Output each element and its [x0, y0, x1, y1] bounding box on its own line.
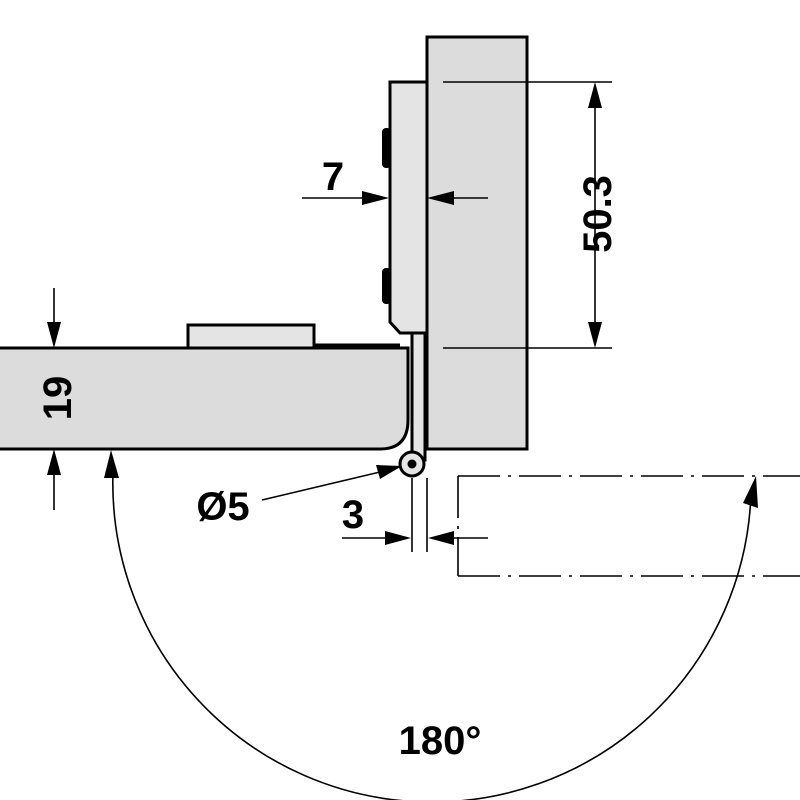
arrow-up-icon	[47, 449, 61, 475]
cabinet-side-panel	[425, 35, 529, 451]
dim-label-3: 3	[342, 493, 364, 537]
dim-label-50-3: 50.3	[576, 175, 620, 253]
dim-label-diameter: Ø5	[196, 485, 249, 529]
plate-screw-bottom	[382, 268, 391, 304]
door-panel	[0, 346, 410, 451]
arrow-up-icon	[743, 476, 758, 508]
arrow-right-icon	[385, 531, 411, 545]
plate-screw-top	[382, 128, 391, 168]
arrow-leader-icon	[376, 465, 402, 479]
pivot-pin	[407, 459, 417, 469]
arrow-right-icon	[362, 191, 389, 205]
arrow-down-icon	[47, 322, 61, 348]
arrow-up-icon	[104, 450, 119, 478]
arrow-up-icon	[588, 82, 602, 108]
dim-label-7: 7	[322, 155, 344, 199]
arrow-down-icon	[588, 322, 602, 348]
dim-leader-diameter	[261, 471, 381, 501]
hinge-cup	[186, 323, 316, 350]
dim-label-19: 19	[36, 376, 80, 421]
hinge-arm	[410, 331, 427, 462]
mounting-plate	[388, 80, 429, 335]
arrow-left-icon	[427, 191, 454, 205]
arrow-left-icon	[428, 531, 454, 545]
opening-angle-arc	[112, 471, 752, 800]
dim-label-angle: 180°	[399, 719, 482, 763]
